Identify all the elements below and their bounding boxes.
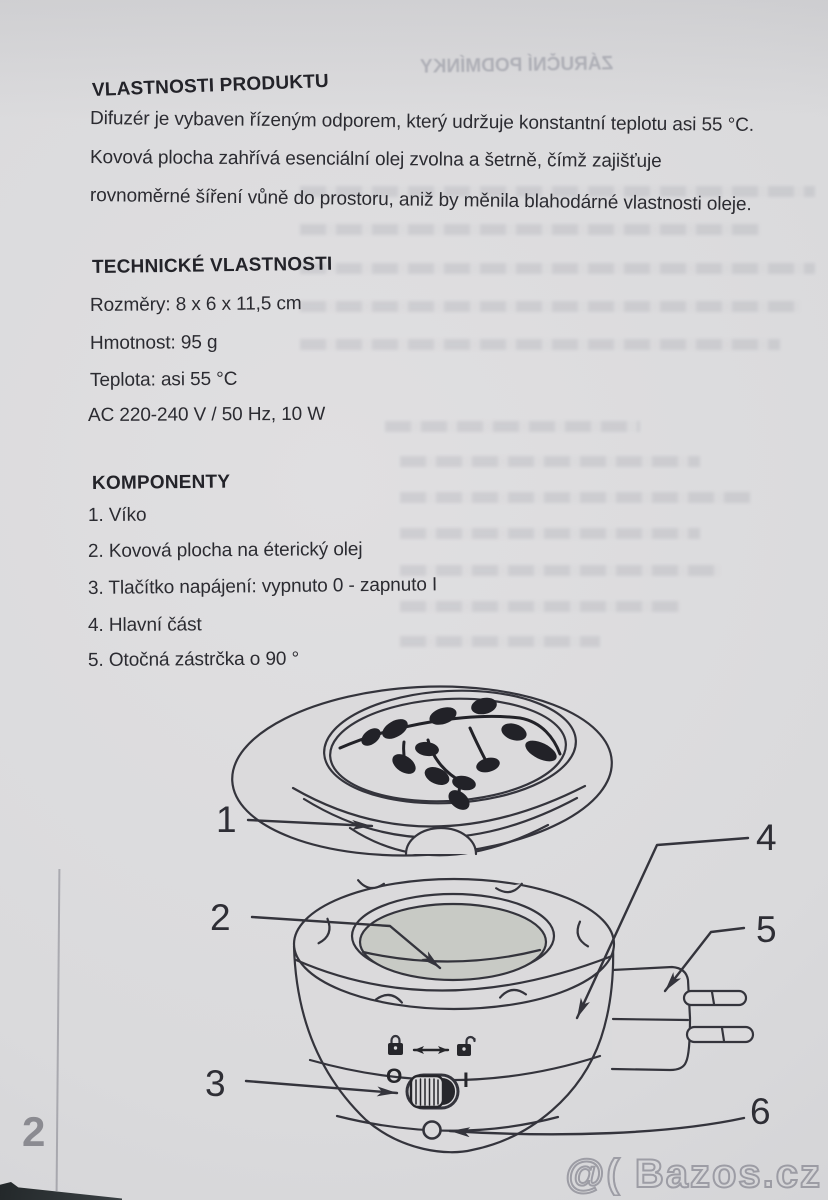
section-heading-technical: TECHNICKÉ VLASTNOSTI xyxy=(91,253,333,278)
bleedthrough-smudge xyxy=(400,456,700,467)
callout-5: 5 xyxy=(756,909,777,950)
component-item: 1. Víko xyxy=(87,504,147,526)
bleedthrough-smudge xyxy=(400,565,720,576)
bleedthrough-smudge xyxy=(400,492,750,503)
paragraph-line: Kovová plocha zahřívá esenciální olej zv… xyxy=(89,147,662,172)
callout-1: 1 xyxy=(216,799,237,840)
lock-open-icon xyxy=(457,1035,476,1056)
spec-line: Teplota: asi 55 °C xyxy=(89,368,238,391)
bleedthrough-smudge xyxy=(300,339,780,350)
device-diagram: O I 1 2 3 4 5 6 xyxy=(205,685,777,1154)
bazos-watermark: @( Bazos.cz xyxy=(564,1151,822,1197)
bleedthrough-smudge xyxy=(400,636,600,647)
lid-drawing xyxy=(231,685,613,857)
callout-3: 3 xyxy=(205,1063,226,1104)
metal-plate xyxy=(358,902,548,982)
section-heading-components: KOMPONENTY xyxy=(91,471,231,494)
power-switch-icon xyxy=(405,1073,460,1110)
page-number: 2 xyxy=(22,1108,46,1155)
indicator-light-icon xyxy=(422,1120,442,1140)
spec-line: AC 220-240 V / 50 Hz, 10 W xyxy=(87,403,326,426)
spec-line: Rozměry: 8 x 6 x 11,5 cm xyxy=(89,293,302,316)
plug-drawing xyxy=(610,965,755,1072)
section-heading-product-features: VLASTNOSTI PRODUKTU xyxy=(91,70,330,101)
switch-off-label: O xyxy=(386,1065,402,1088)
paragraph-line: Difuzér je vybaven řízeným odporem, kter… xyxy=(89,108,755,136)
bleedthrough-smudge xyxy=(300,224,760,235)
callout-lines xyxy=(244,818,750,1138)
switch-on-label: I xyxy=(463,1069,469,1092)
bleedthrough-heading: ZÁRUČNÍ PODMÍNKY xyxy=(419,53,614,78)
component-item: 3. Tlačítko napájení: vypnuto 0 - zapnut… xyxy=(87,574,438,599)
bleedthrough-smudge xyxy=(300,263,815,274)
body-drawing: O I xyxy=(292,877,755,1154)
bleedthrough-smudge xyxy=(400,601,680,612)
component-item: 2. Kovová plocha na éterický olej xyxy=(87,539,363,562)
callout-numbers: 1 2 3 4 5 6 xyxy=(205,799,777,1132)
callout-6: 6 xyxy=(750,1091,771,1132)
callout-4: 4 xyxy=(756,817,777,858)
bleedthrough-smudge xyxy=(300,301,800,312)
leaf-branch-icon xyxy=(338,697,562,810)
component-item: 4. Hlavní část xyxy=(87,614,202,636)
bleedthrough-smudge xyxy=(300,186,815,197)
callout-2: 2 xyxy=(210,897,231,938)
bleedthrough-smudge xyxy=(400,528,700,539)
spec-line: Hmotnost: 95 g xyxy=(89,332,218,354)
bleedthrough-smudge xyxy=(385,421,640,432)
component-item: 5. Otočná zástrčka o 90 ° xyxy=(87,648,300,671)
lock-closed-icon xyxy=(388,1034,403,1055)
